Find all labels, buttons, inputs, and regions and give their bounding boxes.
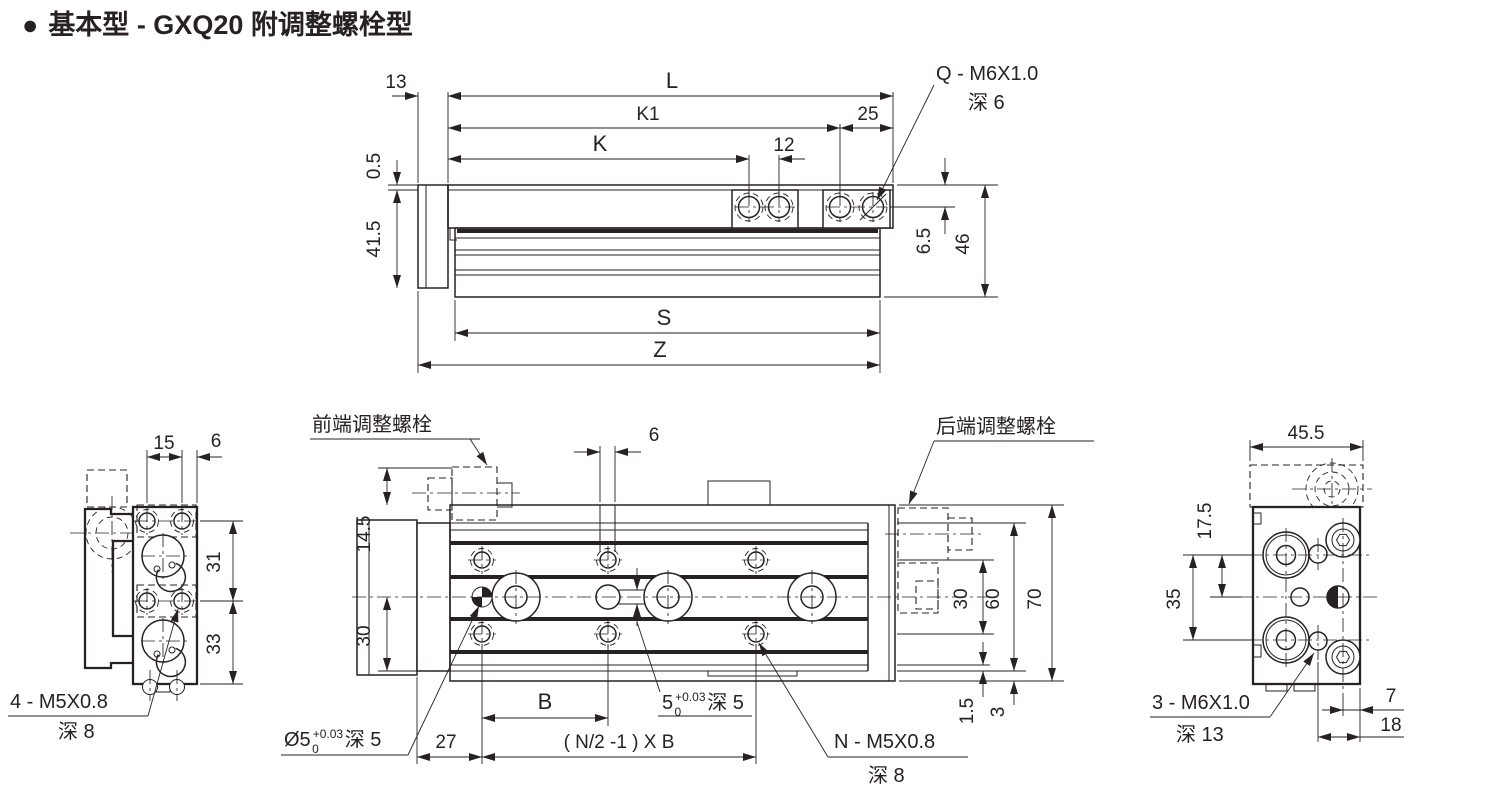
dim-30-right: 30 bbox=[951, 588, 972, 609]
dim-0-5: 0.5 bbox=[364, 153, 385, 179]
left-view-centerlines bbox=[134, 508, 196, 701]
callout-q-depth: 深 6 bbox=[968, 91, 1005, 114]
callout-4-m5-depth: 深 8 bbox=[58, 720, 95, 743]
callout-3-m6-depth: 深 13 bbox=[1176, 723, 1224, 746]
left-view-dimensions bbox=[8, 450, 243, 717]
dim-L: L bbox=[666, 68, 678, 93]
dim-3: 3 bbox=[988, 707, 1009, 718]
callout-n-depth: 深 8 bbox=[868, 764, 905, 787]
dim-6-5: 6.5 bbox=[914, 228, 935, 254]
right-end-view: 45.5 17.5 35 7 18 3 - M6X1.0 深 13 bbox=[1150, 423, 1404, 746]
page-title: ●基本型 - GXQ20 附调整螺栓型 bbox=[22, 10, 413, 40]
dim-60: 60 bbox=[983, 588, 1004, 609]
dim-S: S bbox=[657, 305, 672, 330]
dim-K1: K1 bbox=[636, 104, 659, 125]
dim-7: 7 bbox=[1386, 686, 1397, 707]
left-end-view: 15 6 31 33 4 - M5X0.8 深 8 bbox=[8, 431, 243, 743]
front-adjust-bolt-ghost bbox=[427, 466, 498, 521]
dim-18: 18 bbox=[1380, 715, 1401, 736]
dim-n2-1-xb: ( N/2 -1 ) X B bbox=[564, 732, 675, 753]
dim-41-5: 41.5 bbox=[364, 221, 385, 258]
callout-q-thread: Q - M6X1.0 bbox=[936, 63, 1038, 85]
dim-35: 35 bbox=[1164, 588, 1185, 609]
dim-30-left: 30 bbox=[354, 625, 375, 646]
callout-3-m6-thread: 3 - M6X1.0 bbox=[1152, 692, 1250, 714]
plan-view-dimensions bbox=[378, 446, 1064, 764]
dim-K: K bbox=[593, 131, 608, 156]
dim-25: 25 bbox=[857, 104, 878, 125]
dim-B: B bbox=[538, 689, 553, 714]
plan-view-centerlines bbox=[352, 492, 992, 648]
dim-6-left: 6 bbox=[211, 431, 222, 452]
right-view-centerlines bbox=[1238, 518, 1380, 700]
right-view-geometry bbox=[1251, 505, 1362, 692]
dim-15: 15 bbox=[153, 433, 174, 454]
right-view-dimensions bbox=[1150, 440, 1404, 742]
top-view: 13 L K1 25 K 12 0.5 41.5 6.5 46 S Z Q - … bbox=[364, 63, 1038, 373]
dim-31: 31 bbox=[204, 551, 225, 572]
dim-70: 70 bbox=[1025, 588, 1046, 609]
rear-bolt-label: 后端调整螺栓 bbox=[936, 415, 1056, 438]
dim-14-5: 14.5 bbox=[354, 516, 375, 553]
plan-view-leaders bbox=[281, 438, 1094, 758]
front-bolt-label: 前端调整螺栓 bbox=[312, 413, 432, 436]
callout-n-thread: N - M5X0.8 bbox=[834, 731, 935, 753]
dim-46: 46 bbox=[953, 233, 974, 254]
plan-view-holes bbox=[470, 548, 837, 646]
plan-view: 前端调整螺栓 后端调整螺栓 6 14.5 30 30 60 70 1.5 3 B… bbox=[281, 413, 1094, 787]
callout-4-m5-thread: 4 - M5X0.8 bbox=[10, 691, 108, 713]
dim-45-5: 45.5 bbox=[1288, 423, 1325, 444]
top-view-dimensions bbox=[388, 84, 998, 373]
dim-17-5: 17.5 bbox=[1195, 503, 1216, 540]
dim-33: 33 bbox=[204, 633, 225, 654]
top-view-geometry bbox=[417, 184, 894, 298]
dim-12: 12 bbox=[773, 135, 794, 156]
dim-6-top: 6 bbox=[649, 425, 660, 446]
dim-1-5: 1.5 bbox=[957, 698, 978, 724]
dim-27: 27 bbox=[435, 732, 456, 753]
dim-Z: Z bbox=[653, 337, 666, 362]
dim-13: 13 bbox=[385, 72, 406, 93]
